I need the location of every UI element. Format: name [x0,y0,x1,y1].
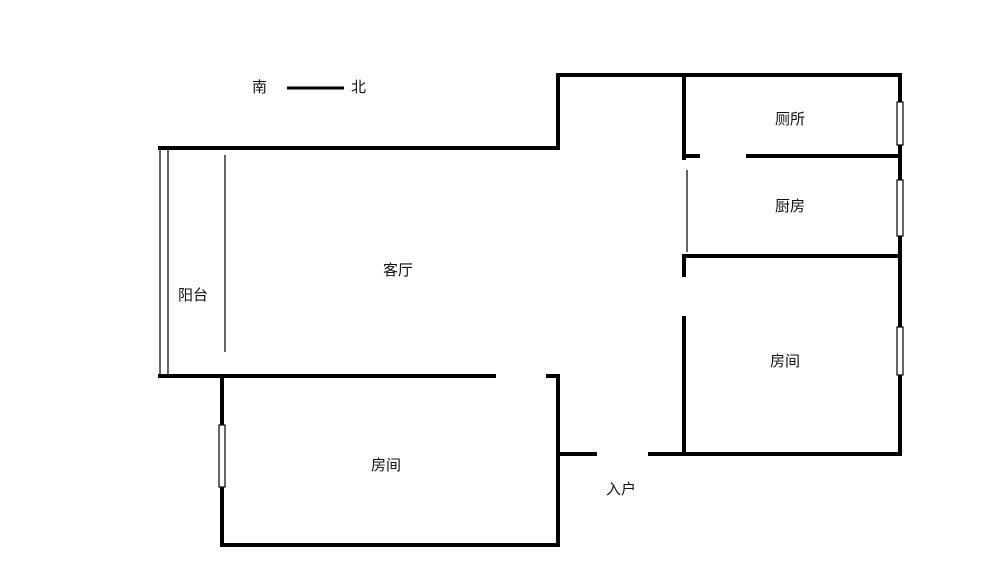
room-label-balcony: 阳台 [178,286,208,304]
entrance-label: 入户 [606,480,636,498]
bedroom-right-window [896,326,904,376]
toilet-window [896,101,904,146]
room-label-bedroom-right: 房间 [770,352,800,370]
room-label-bedroom-bottom: 房间 [371,456,401,474]
room-label-living-room: 客厅 [383,261,413,279]
balcony-glazing [159,148,226,376]
kitchen-window [896,179,904,237]
bedroom-bottom-window [218,424,226,488]
walls [158,73,902,547]
room-label-toilet: 厕所 [775,110,805,128]
compass-north-label: 北 [351,78,366,96]
room-label-kitchen: 厨房 [775,197,805,215]
compass-south-label: 南 [252,78,267,96]
